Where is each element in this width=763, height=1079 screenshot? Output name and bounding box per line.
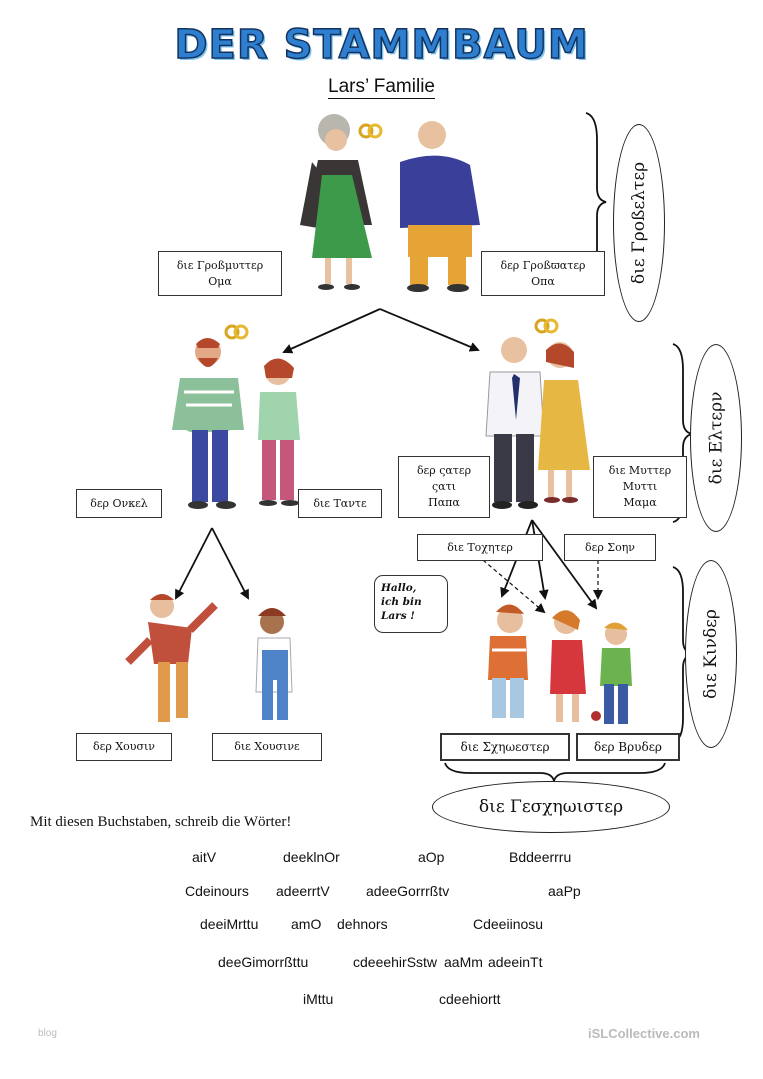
- brother-figure: [591, 622, 632, 724]
- wedding-rings-icon: [224, 324, 249, 340]
- page-title: DER STAMMBAUM: [174, 21, 589, 69]
- parents-group-label: διε Ελτερν: [690, 344, 742, 532]
- scrambled-word: cdeeehirSstw: [353, 954, 438, 970]
- scrambled-word: aOp: [418, 849, 445, 865]
- scrambled-word: aitV: [192, 849, 217, 865]
- speech-bubble: Hallo, ich bin Lars !: [374, 575, 448, 633]
- lars-figure: [488, 604, 528, 718]
- scrambled-word: aaMm: [444, 954, 483, 970]
- scrambled-word: deeklnOr: [283, 849, 340, 865]
- scrambled-word: adeeinTt: [488, 954, 543, 970]
- grandmother-label: διε Γροßμυττερ Ομα: [158, 251, 282, 296]
- scrambled-word: iMttu: [303, 991, 334, 1007]
- scrambled-word: adeerrtV: [276, 883, 330, 899]
- scrambled-word: adeeGorrrßtv: [366, 883, 450, 899]
- scrambled-word: aaPp: [548, 883, 581, 899]
- siblings-group-label: διε Γεσχηωιστερ: [432, 781, 670, 833]
- watermark-right: iSLCollective.com: [588, 1026, 700, 1041]
- grandfather-figure: [400, 121, 480, 292]
- mother-label: διε Μυττερ Μυττι Μαμα: [593, 456, 687, 518]
- brother-label: δερ Βρυδερ: [576, 733, 680, 761]
- grandparents-group-label: διε Γροßελτερ: [613, 124, 665, 322]
- uncle-label: δερ Ονκελ: [76, 489, 162, 518]
- aunt-label: διε Ταντε: [298, 489, 382, 518]
- cousin-boy-figure: [125, 594, 218, 722]
- scrambled-word: Cdeeiinosu: [473, 916, 544, 932]
- scrambled-word: deeGimorrßttu: [218, 954, 309, 970]
- scrambled-word: amO: [291, 916, 322, 932]
- exercise-instruction: Mit diesen Buchstaben, schreib die Wörte…: [30, 814, 292, 830]
- son-label: δερ Σοην: [564, 534, 656, 561]
- sister-figure: [550, 610, 586, 722]
- scrambled-word: Bddeerrru: [509, 849, 572, 865]
- cousin-male-label: δερ Χουσιν: [76, 733, 172, 761]
- daughter-label: διε Τοχητερ: [417, 534, 543, 561]
- wedding-rings-icon: [534, 318, 559, 334]
- father-figure: [485, 337, 545, 509]
- aunt-figure: [258, 358, 300, 506]
- scrambled-word: Cdeinours: [185, 883, 249, 899]
- uncle-figure: [172, 338, 244, 509]
- cousin-female-label: διε Χουσινε: [212, 733, 322, 761]
- watermark-left: blog: [38, 1028, 57, 1039]
- scrambled-word: deeiMrttu: [200, 916, 259, 932]
- grandmother-figure: [300, 114, 372, 290]
- scrambled-word: cdeehiortt: [439, 991, 501, 1007]
- wedding-rings-icon: [358, 123, 383, 139]
- mother-figure: [538, 342, 590, 503]
- children-group-label: διε Κινδερ: [685, 560, 737, 748]
- page-subtitle: Lars’ Familie: [328, 76, 435, 99]
- cousin-girl-figure: [255, 608, 293, 720]
- father-label: δερ ςατερ ςατι Παπα: [398, 456, 490, 518]
- grandfather-label: δερ Γροßϖατερ Οπα: [481, 251, 605, 296]
- sister-label: διε Σχηωεστερ: [440, 733, 570, 761]
- scrambled-word: dehnors: [337, 916, 388, 932]
